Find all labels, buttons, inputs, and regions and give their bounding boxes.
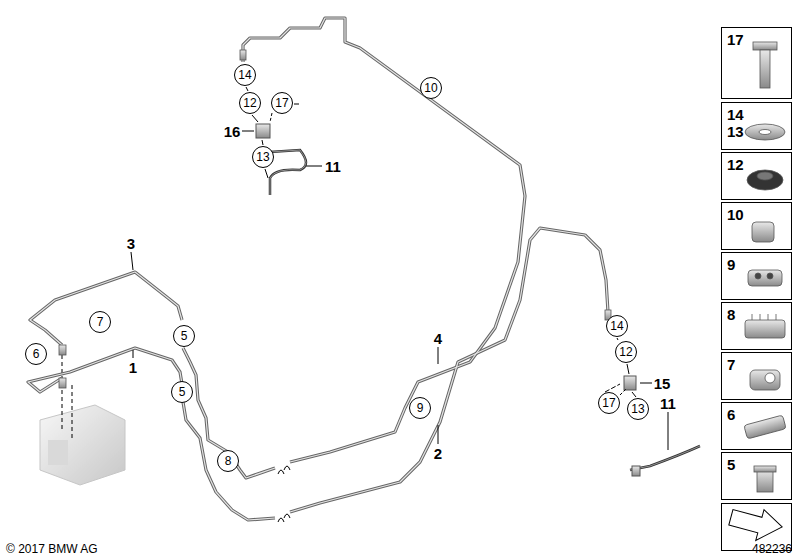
part-legend-box: 9 (721, 252, 792, 300)
callout-number: 13 (256, 151, 269, 163)
callout-circle: 12 (615, 341, 637, 363)
callout-number: 17 (602, 397, 615, 409)
brake-pipes (28, 18, 608, 520)
callout-circle: 9 (409, 397, 431, 419)
part-number: 1 (129, 360, 137, 375)
part-legend-box: 17 (721, 27, 792, 99)
callout-number: 5 (722, 453, 791, 473)
callout-number: 14 (610, 320, 623, 332)
callout-circle: 13 (627, 398, 649, 420)
pipe-fittings (59, 50, 611, 388)
callout-number: 10 (424, 82, 437, 94)
callout-number: 8 (225, 455, 232, 467)
callout-circle: 10 (420, 77, 442, 99)
callout-circle: 5 (171, 381, 193, 403)
callout-number: 12 (243, 97, 256, 109)
callout-circle: 17 (271, 92, 293, 114)
callout-circle: 14 (606, 315, 628, 337)
part-number: 11 (660, 396, 676, 411)
part-number: 15 (654, 376, 671, 391)
callout-circle: 13 (252, 146, 274, 168)
callout-circle: 5 (173, 325, 195, 347)
part-number: 11 (325, 159, 341, 174)
callout-number: 17 (275, 97, 288, 109)
break-marks (278, 466, 290, 522)
callout-number: 9 (417, 402, 424, 414)
callout-circle: 17 (598, 392, 620, 414)
callout-number: 7 (97, 316, 104, 328)
callout-circle: 7 (89, 311, 111, 333)
brake-hose (256, 124, 700, 476)
part-icons (744, 42, 786, 492)
part-legend-box: 5 (721, 452, 792, 500)
callout-number: 5 (179, 386, 186, 398)
callout-number: 7 (722, 353, 791, 373)
part-legend-box: 8 (721, 302, 792, 350)
part-number: 4 (434, 331, 442, 346)
footer-text: 482236 (752, 543, 792, 555)
callout-number: 12 (722, 153, 791, 173)
part-legend-box: 10 (721, 202, 792, 250)
callout-circle: 6 (25, 343, 47, 365)
leader-lines (131, 87, 668, 450)
callout-circle: 12 (239, 92, 261, 114)
callout-number: 6 (722, 403, 791, 423)
part-legend-box: 6 (721, 402, 792, 450)
part-number: 16 (224, 124, 241, 139)
callout-number: 13 (631, 403, 644, 415)
part-legend-box: 7 (721, 352, 792, 400)
callout-circle: 14 (234, 64, 256, 86)
part-legend-box: 1413 (721, 102, 792, 150)
callout-number: 9 (722, 253, 791, 273)
footer-text: © 2017 BMW AG (6, 543, 98, 555)
callout-number: 8 (722, 303, 791, 323)
callout-number: 14 (722, 103, 791, 123)
callout-number: 10 (722, 203, 791, 223)
part-number: 2 (434, 446, 442, 461)
callout-number: 13 (722, 123, 791, 140)
callout-number: 12 (619, 346, 632, 358)
abs-unit (40, 405, 125, 485)
callout-number: 14 (238, 69, 251, 81)
callout-number: 5 (181, 330, 188, 342)
callout-circle: 8 (217, 450, 239, 472)
leader-lines (62, 355, 72, 440)
callout-number: 6 (33, 348, 40, 360)
part-legend-box: 12 (721, 152, 792, 200)
part-number: 3 (127, 236, 135, 251)
callout-number: 17 (722, 28, 791, 48)
